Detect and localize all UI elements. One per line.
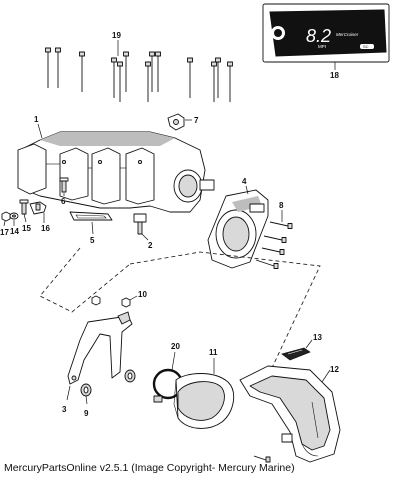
decal-badge-text: SC (363, 44, 369, 49)
callout-7[interactable]: 7 (194, 116, 199, 125)
callout-19[interactable]: 19 (112, 31, 121, 40)
callout-6[interactable]: 6 (61, 197, 66, 206)
callout-2[interactable]: 2 (148, 241, 153, 250)
callout-8[interactable]: 8 (279, 201, 284, 210)
callout-1[interactable]: 1 (34, 115, 39, 124)
callout-14[interactable]: 14 (10, 227, 19, 236)
bolts-8[interactable] (255, 221, 293, 269)
bolt-15[interactable] (19, 199, 29, 215)
callout-4[interactable]: 4 (242, 177, 247, 186)
clip-16[interactable] (29, 201, 47, 215)
bolts-19[interactable] (45, 47, 233, 102)
decal-sub-text: MerCruiser (336, 32, 359, 37)
callout-11[interactable]: 11 (209, 348, 218, 357)
callout-5[interactable]: 5 (90, 236, 95, 245)
copyright-footer: MercuryPartsOnline v2.5.1 (Image Copyrig… (4, 462, 295, 474)
decal-18[interactable]: 8.2 MerCruiser MPI SC (262, 3, 390, 63)
callout-12[interactable]: 12 (330, 365, 339, 374)
callout-13[interactable]: 13 (313, 333, 322, 342)
bracket-3[interactable] (67, 311, 133, 385)
callout-17[interactable]: 17 (0, 228, 9, 237)
intake-manifold-1[interactable] (17, 131, 215, 213)
nuts-10[interactable] (91, 295, 131, 308)
washer-14[interactable] (9, 212, 19, 220)
bracket-7[interactable] (167, 113, 185, 131)
callout-20[interactable]: 20 (171, 342, 180, 351)
air-housing-12[interactable] (239, 365, 341, 463)
callout-18[interactable]: 18 (330, 71, 339, 80)
sensor-2[interactable] (133, 213, 147, 235)
callout-16[interactable]: 16 (41, 224, 50, 233)
callout-10[interactable]: 10 (138, 290, 147, 299)
decal-logo-text: 8.2 (306, 26, 331, 46)
callout-15[interactable]: 15 (22, 224, 31, 233)
assembly-dashed-outline (39, 247, 321, 373)
grommets-9[interactable] (80, 369, 136, 397)
tag-13[interactable] (281, 347, 311, 361)
callout-9[interactable]: 9 (84, 409, 89, 418)
callout-3[interactable]: 3 (62, 405, 67, 414)
nut-17[interactable] (1, 211, 11, 222)
inlet-duct-11[interactable] (173, 373, 235, 429)
throttle-body-4[interactable] (207, 189, 269, 269)
gasket-5[interactable] (69, 211, 113, 221)
decal-engine-text: MPI (318, 44, 326, 49)
fitting-6[interactable] (59, 177, 69, 193)
screw-12-base[interactable] (253, 455, 271, 463)
